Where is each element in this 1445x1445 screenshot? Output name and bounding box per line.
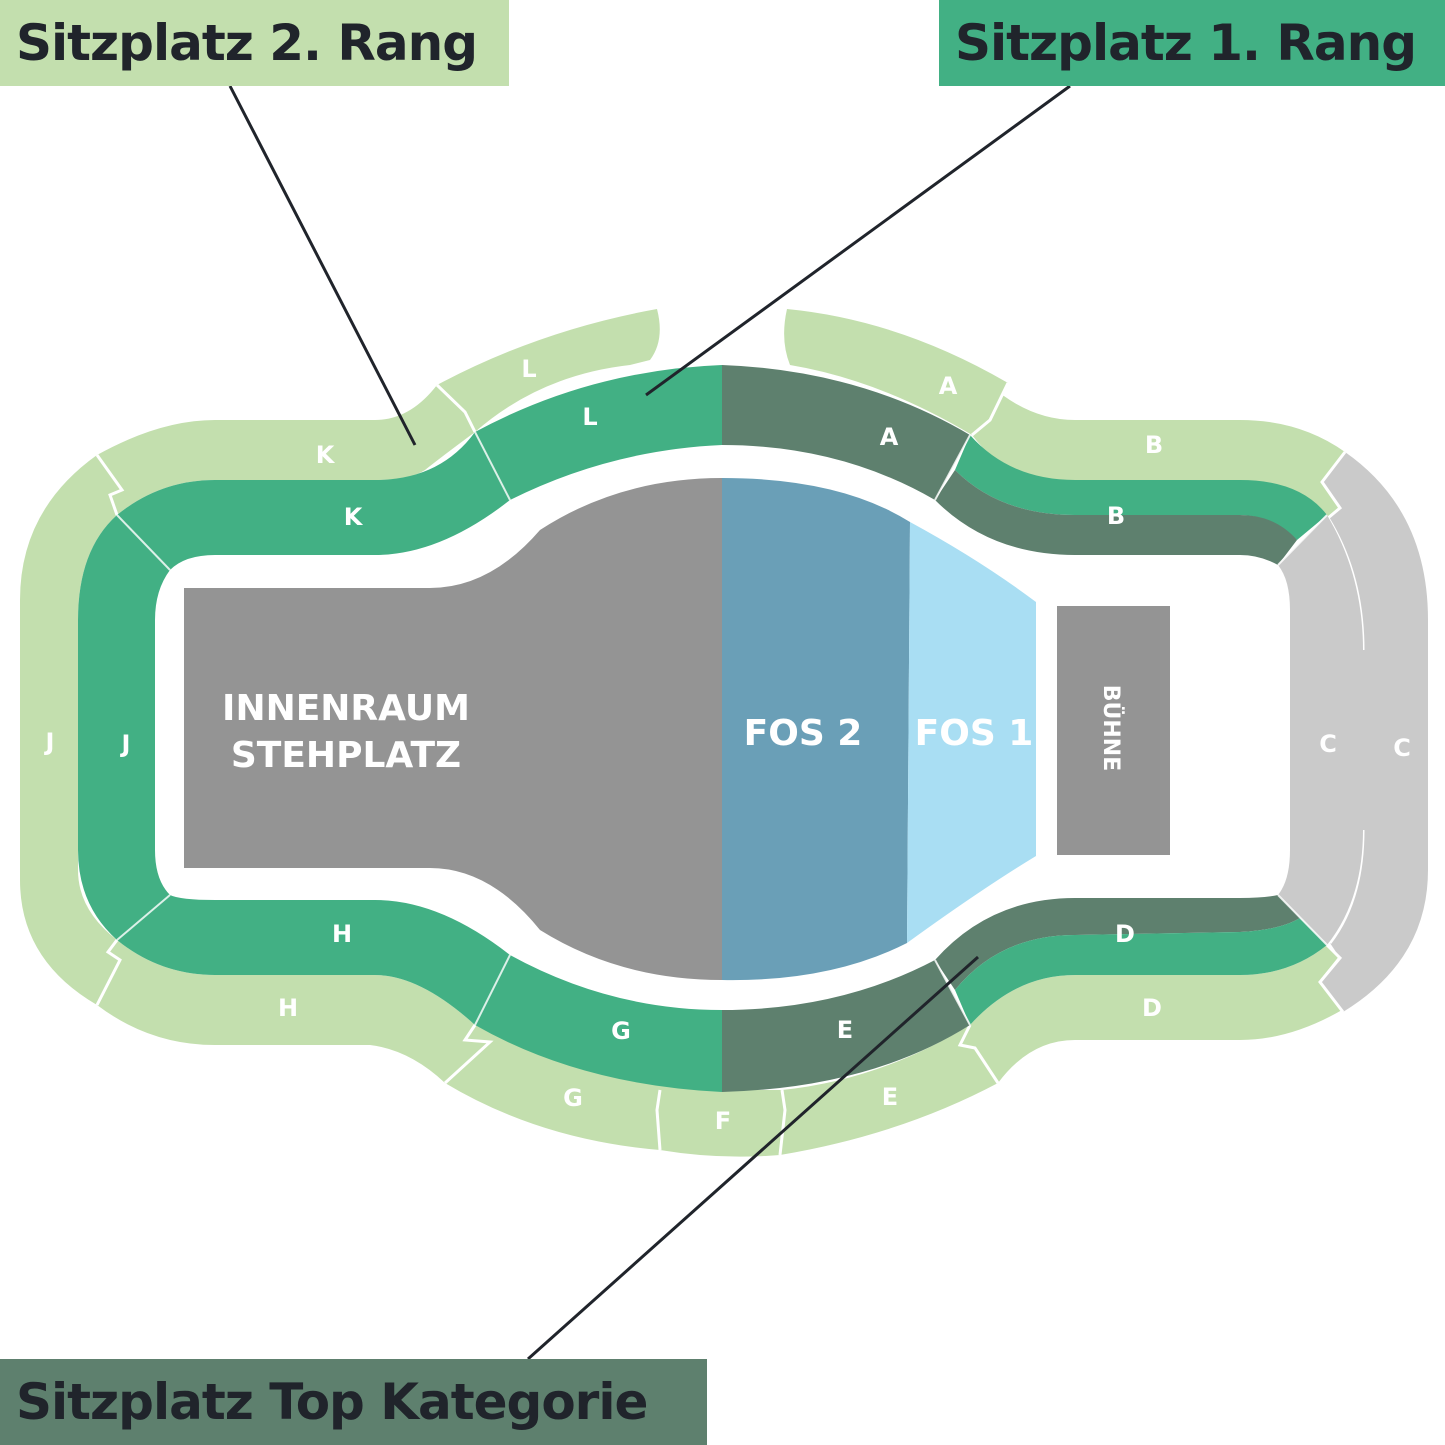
section-inner-g[interactable] [475, 955, 722, 1092]
legend-top-kategorie: Sitzplatz Top Kategorie [0, 1359, 707, 1445]
section-inner-l[interactable] [475, 365, 722, 500]
callout-line-top [527, 955, 979, 1361]
label-outer-g: G [563, 1084, 583, 1112]
label-outer-k: K [316, 441, 336, 469]
section-inner-h[interactable] [117, 895, 510, 1025]
label-inner-c: C [1319, 730, 1337, 758]
section-inner-k[interactable] [117, 432, 510, 570]
section-inner-a[interactable] [722, 365, 970, 500]
legend-top-label: Sitzplatz Top Kategorie [16, 1373, 648, 1431]
label-outer-b: B [1145, 431, 1163, 459]
floor [184, 478, 1170, 981]
section-inner-e[interactable] [722, 960, 970, 1092]
section-outer-j[interactable] [20, 455, 122, 1005]
section-outer-a[interactable] [784, 309, 1008, 435]
section-outer-e[interactable] [780, 1025, 998, 1155]
callout-line-rang1 [645, 84, 1071, 397]
legend-rang2: Sitzplatz 2. Rang [0, 0, 509, 86]
section-inner-b-top[interactable] [935, 470, 1297, 565]
label-inner-g: G [611, 1017, 631, 1045]
section-outer-f[interactable] [657, 1090, 785, 1157]
section-inner-d-top[interactable] [935, 895, 1300, 990]
label-outer-l: L [521, 355, 536, 383]
stage-label: BÜHNE [1098, 685, 1124, 772]
callout-lines [228, 84, 1071, 1361]
label-outer-j: J [44, 728, 55, 756]
section-outer-d[interactable] [960, 945, 1342, 1083]
stage [1057, 606, 1170, 855]
label-inner-e: E [837, 1016, 853, 1044]
section-inner-c[interactable] [1278, 515, 1363, 945]
fos2-label: FOS 2 [744, 713, 863, 754]
label-outer-a: A [939, 372, 958, 400]
innenraum-label-line1: INNENRAUM [222, 688, 470, 729]
label-inner-b: B [1107, 502, 1125, 530]
legend-rang2-label: Sitzplatz 2. Rang [16, 14, 478, 72]
outer-labels: L K J H G F E D C B A [44, 355, 1411, 1135]
outer-ring [20, 309, 1428, 1157]
section-outer-l[interactable] [437, 309, 660, 432]
floor-labels: INNENRAUM STEHPLATZ FOS 2 FOS 1 BÜHNE [222, 685, 1124, 776]
section-outer-k[interactable] [97, 385, 475, 515]
label-outer-h: H [278, 994, 298, 1022]
label-inner-k: K [344, 503, 364, 531]
legend-rang1: Sitzplatz 1. Rang [939, 0, 1445, 86]
section-inner-j[interactable] [78, 515, 170, 940]
inner-ring [78, 365, 1363, 1092]
fos1-label: FOS 1 [915, 713, 1034, 754]
label-inner-j: J [120, 730, 131, 758]
label-inner-h: H [332, 920, 352, 948]
fos2-area[interactable] [722, 478, 910, 981]
label-inner-d: D [1115, 920, 1135, 948]
section-outer-g[interactable] [445, 1025, 722, 1150]
section-outer-h[interactable] [97, 940, 490, 1083]
label-outer-c: C [1393, 734, 1411, 762]
fos1-area[interactable] [907, 522, 1036, 943]
innenraum-label-line2: STEHPLATZ [231, 735, 461, 776]
inner-separators [116, 431, 1328, 1026]
label-outer-f: F [715, 1107, 731, 1135]
inner-labels: L A B C D E G H J K [120, 403, 1337, 1045]
innenraum-area[interactable] [184, 478, 722, 980]
section-outer-c[interactable] [1320, 452, 1428, 1012]
label-outer-d: D [1142, 994, 1162, 1022]
label-inner-a: A [880, 423, 899, 451]
callout-line-rang2 [228, 85, 417, 446]
section-inner-b-rang1[interactable] [955, 435, 1327, 540]
legend-rang1-label: Sitzplatz 1. Rang [955, 14, 1417, 72]
label-inner-l: L [582, 403, 597, 431]
label-outer-e: E [882, 1083, 898, 1111]
section-inner-d-rang1[interactable] [955, 918, 1327, 1025]
